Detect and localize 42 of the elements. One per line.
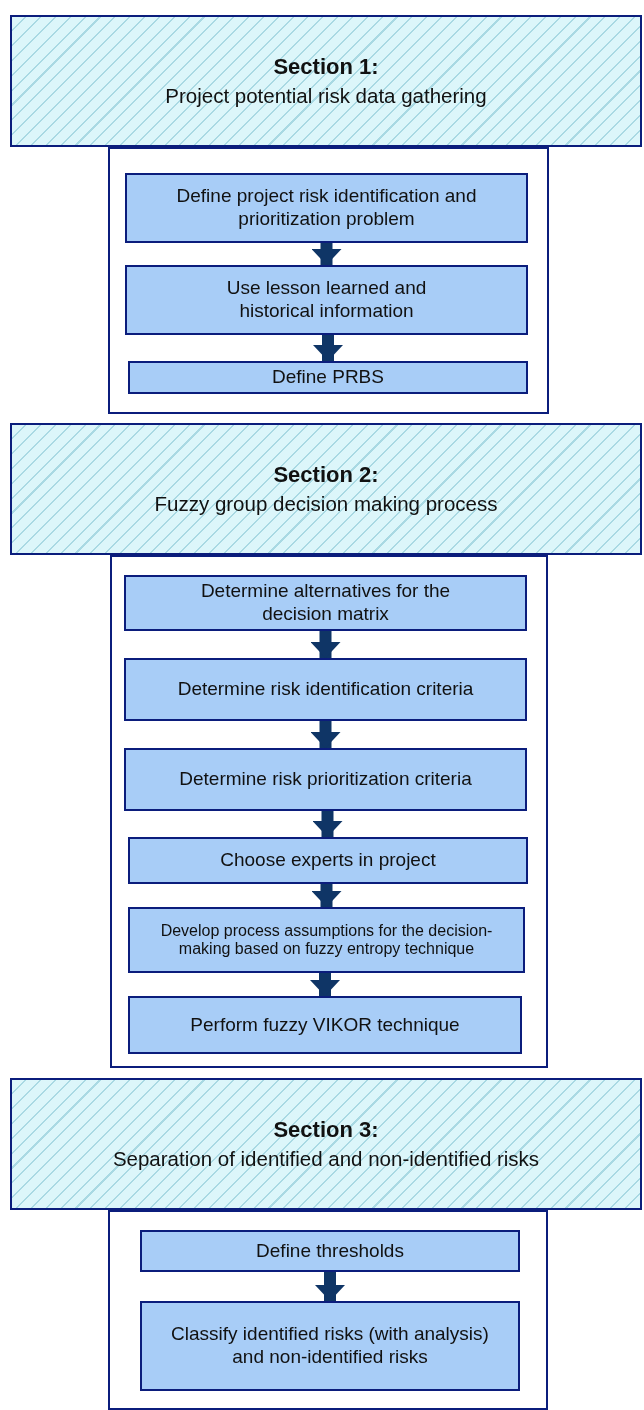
block-arrow (312, 811, 343, 837)
step-label: Determine alternatives for the decision matrix (199, 580, 452, 626)
step-label: Develop process assumptions for the decision-making based on fuzzy entropy technique (159, 922, 494, 958)
step-label: Choose experts in project (220, 849, 436, 872)
process-box (140, 1301, 520, 1391)
block-arrow (313, 335, 343, 361)
section-header-box (10, 1078, 642, 1210)
process-box (140, 1230, 520, 1272)
process-box (124, 658, 527, 721)
section-subtitle: Separation of identified and non-identified risks (112, 1147, 540, 1171)
section-header-box (10, 423, 642, 555)
section-header-box (10, 15, 642, 147)
process-box (128, 361, 528, 394)
section-title: Section 3: (273, 1117, 379, 1143)
process-box (124, 575, 527, 631)
block-arrow (310, 721, 341, 748)
process-box (128, 996, 522, 1054)
section-panel (108, 147, 549, 414)
section-subtitle: Fuzzy group decision making process (154, 492, 498, 516)
step-label: Define PRBS (272, 366, 384, 389)
step-label: Use lesson learned and historical information (225, 277, 428, 323)
step-label: Perform fuzzy VIKOR technique (190, 1013, 460, 1037)
block-arrow (311, 243, 342, 265)
step-label: Determine risk prioritization criteria (179, 768, 472, 791)
step-label: Define project risk identification and prioritization problem (175, 185, 478, 231)
process-box (125, 173, 528, 243)
step-label: Define thresholds (256, 1239, 404, 1263)
process-box (124, 748, 527, 811)
block-arrow (310, 973, 340, 996)
section-subtitle: Project potential risk data gathering (165, 84, 487, 108)
section-title: Section 1: (273, 54, 379, 80)
process-box (128, 907, 525, 973)
process-box (125, 265, 528, 335)
step-label: Determine risk identification criteria (177, 678, 474, 701)
block-arrow (315, 1272, 345, 1301)
section-panel (108, 1210, 548, 1410)
section-panel (110, 555, 548, 1068)
section-title: Section 2: (273, 462, 379, 488)
step-label: Classify identified risks (with analysis) and non-identified risks (170, 1323, 490, 1369)
block-arrow (311, 884, 342, 907)
block-arrow (310, 631, 341, 658)
process-box (128, 837, 528, 884)
